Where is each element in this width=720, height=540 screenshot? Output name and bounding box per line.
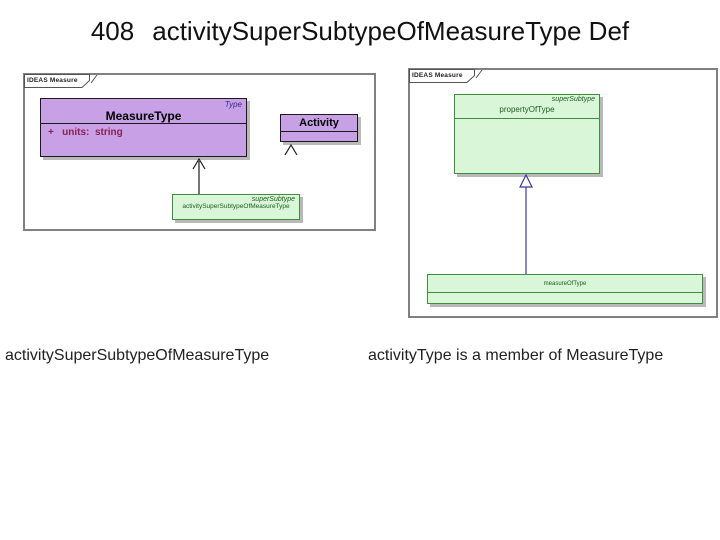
frame-label-left: IDEAS Measure bbox=[27, 77, 78, 84]
open-arrowhead-icon bbox=[192, 157, 206, 170]
slide-title-text: activitySuperSubtypeOfMeasureType Def bbox=[152, 16, 630, 46]
class-activity: Activity bbox=[280, 114, 358, 142]
measuretype-attribute: + units: string bbox=[48, 127, 123, 138]
measuretype-name: MeasureType bbox=[105, 109, 182, 123]
class-measuretype: Type MeasureType + units: string bbox=[40, 98, 247, 157]
measuretype-stereotype: Type bbox=[224, 100, 242, 109]
slide-title: 408 activitySuperSubtypeOfMeasureType Def bbox=[0, 16, 720, 47]
caption-left: activitySuperSubtypeOfMeasureType bbox=[5, 347, 270, 364]
supertype-stereotype: superSubtype bbox=[551, 96, 595, 103]
compartment-separator bbox=[41, 123, 246, 124]
compartment-separator bbox=[428, 292, 702, 293]
frame-tab-left: IDEAS Measure bbox=[24, 74, 102, 89]
generalization-triangle-icon bbox=[519, 173, 533, 188]
compartment-separator bbox=[455, 118, 599, 119]
supertype-name: propertyOfType bbox=[499, 105, 555, 114]
class-subtype: measureOfType bbox=[427, 274, 703, 304]
frame-label-right: IDEAS Measure bbox=[412, 72, 463, 79]
uml-frame-right: IDEAS Measure superSubtype propertyOfTyp… bbox=[408, 68, 718, 318]
class-supertype: superSubtype propertyOfType bbox=[454, 94, 600, 174]
activity-arrowhead-icon bbox=[284, 143, 298, 156]
activity-name: Activity bbox=[299, 117, 339, 129]
frame-tab-right: IDEAS Measure bbox=[409, 69, 487, 84]
caption-right: activityType is a member of MeasureType bbox=[368, 347, 664, 364]
slide-number: 408 bbox=[90, 16, 135, 46]
relation-box: superSubtype activitySuperSubtypeOfMeasu… bbox=[172, 194, 300, 220]
frame-tab-shape-icon bbox=[24, 74, 98, 88]
relation-name: activitySuperSubtypeOfMeasureType bbox=[182, 203, 290, 210]
compartment-separator bbox=[281, 131, 357, 132]
uml-frame-left: IDEAS Measure Type MeasureType + units: … bbox=[23, 73, 376, 231]
frame-tab-shape-icon bbox=[409, 69, 483, 83]
relation-stereotype: superSubtype bbox=[251, 196, 295, 203]
subtype-name: measureOfType bbox=[543, 281, 587, 287]
